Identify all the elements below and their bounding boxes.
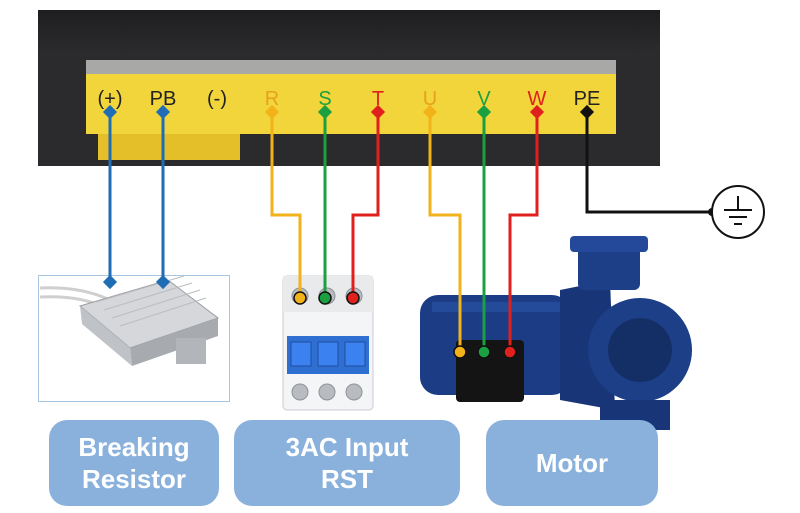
- label-3ac-input: 3AC Input RST: [234, 420, 460, 506]
- terminal-label-pb: PB: [149, 88, 177, 110]
- terminal-label-plus: (+): [97, 88, 123, 110]
- terminal-label-minus: (-): [207, 88, 227, 110]
- device-connection-dots: [293, 208, 716, 359]
- ground-symbol-icon: [711, 185, 765, 239]
- label-motor: Motor: [486, 420, 658, 506]
- wire-u-motor: [428, 112, 462, 352]
- terminal-label-pe: PE: [573, 88, 601, 110]
- label-3ac-input-line1: 3AC Input: [285, 432, 409, 462]
- wire-w-motor: [508, 112, 539, 352]
- label-breaking-resistor: Breaking Resistor: [49, 420, 219, 506]
- label-breaking-resistor-line2: Resistor: [81, 464, 187, 494]
- terminal-label-r: R: [264, 88, 280, 110]
- panel-shade: [38, 10, 660, 52]
- terminal-label-v: V: [477, 88, 491, 110]
- terminal-tab: [98, 134, 240, 160]
- wire-t-input: [351, 112, 380, 298]
- wire-r-input: [270, 112, 302, 298]
- terminal-strip: [86, 60, 616, 134]
- brake-wire-ends: [102, 104, 171, 290]
- label-3ac-input-line2: RST: [321, 464, 373, 494]
- terminal-label-u: U: [422, 88, 438, 110]
- terminal-dots: [264, 104, 595, 120]
- label-breaking-resistor-line1: Breaking: [78, 432, 190, 462]
- brake-resistor-device: [39, 275, 220, 366]
- terminal-label-t: T: [371, 88, 385, 110]
- wire-pe-ground: [585, 112, 712, 214]
- terminal-label-s: S: [318, 88, 332, 110]
- terminal-label-w: W: [527, 88, 547, 110]
- label-motor-text: Motor: [535, 448, 609, 478]
